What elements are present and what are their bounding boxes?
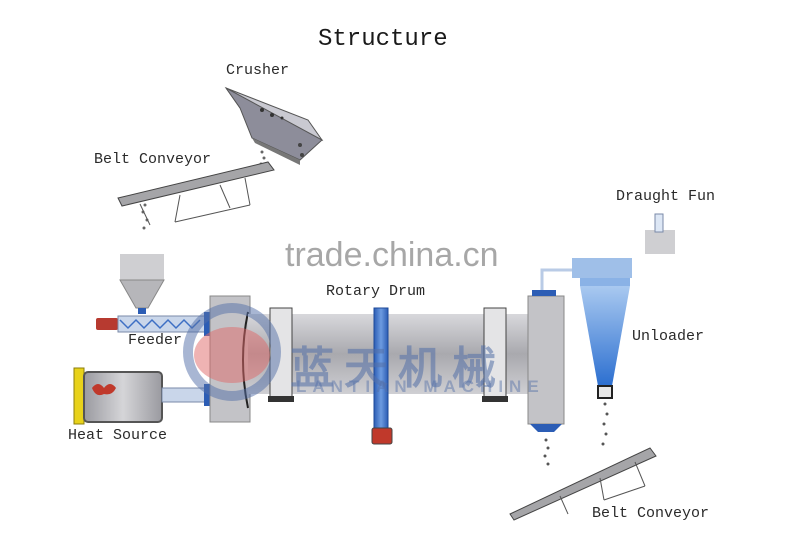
label-rotary-drum: Rotary Drum (326, 283, 426, 300)
heat-source (73, 367, 212, 425)
brand-watermark-en: LANTIAN MACHINE (296, 377, 545, 396)
drum-outlet-housing (527, 268, 572, 432)
site-watermark: trade.china.cn (285, 236, 499, 274)
screw-feeder (96, 312, 212, 336)
label-belt-conveyor-bottom: Belt Conveyor (592, 505, 710, 522)
label-heat-source: Heat Source (68, 427, 168, 444)
label-draught-fan: Draught Fun (616, 188, 716, 205)
label-crusher: Crusher (226, 62, 290, 79)
draught-fan (645, 213, 675, 254)
brand-logo-watermark (183, 303, 281, 401)
crusher (224, 86, 324, 165)
label-feeder: Feeder (128, 332, 183, 349)
belt-conveyor-bottom (509, 447, 657, 521)
cyclone-unloader (572, 258, 632, 399)
label-unloader: Unloader (632, 328, 705, 345)
belt-conveyor-top (117, 161, 275, 226)
material-stream-bottom (543, 402, 609, 466)
diagram-title: Structure (318, 26, 448, 53)
brand-watermark-cn: 蓝天机械 (290, 343, 506, 394)
feeder-hopper (119, 254, 165, 314)
label-belt-conveyor-top: Belt Conveyor (94, 151, 212, 168)
